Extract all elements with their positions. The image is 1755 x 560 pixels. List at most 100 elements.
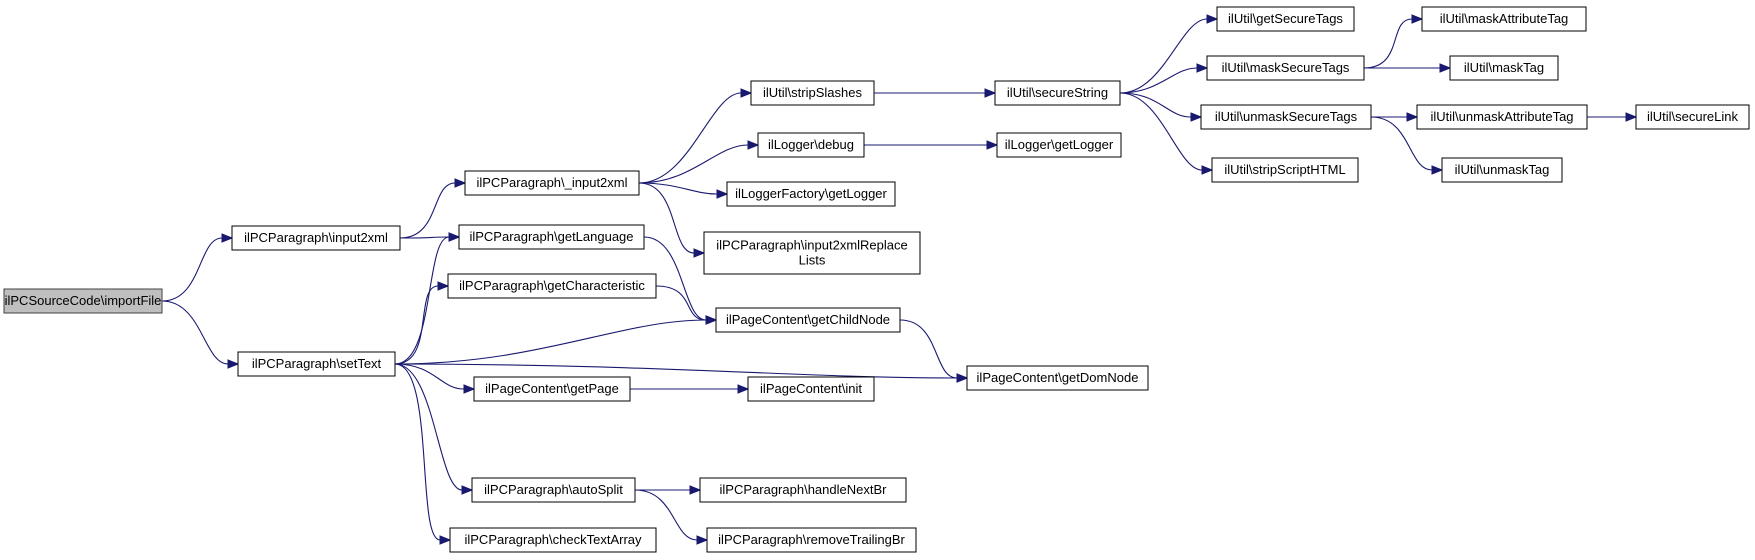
node-label: ilPCParagraph\input2xml [244, 230, 388, 245]
graph-node[interactable]: ilPageContent\getPage [473, 376, 631, 402]
edge-n0-n2 [161, 300, 240, 369]
edge-n17-n22 [1119, 92, 1203, 122]
arrowhead [705, 315, 718, 325]
arrowhead [439, 535, 452, 545]
edge-n2-n8 [394, 363, 452, 545]
graph-node[interactable]: ilPCParagraph\input2xml [231, 225, 401, 251]
node-label: ilUtil\stripScriptHTML [1224, 162, 1345, 177]
node-label: ilUtil\secureString [1007, 85, 1108, 100]
graph-node[interactable]: ilUtil\maskTag [1449, 55, 1559, 81]
edge-n2-n6 [394, 363, 476, 394]
arrowhead [1411, 14, 1424, 24]
arrowhead [716, 189, 729, 199]
node-label: Lists [799, 253, 826, 268]
graph-node[interactable]: ilLogger\getLogger [996, 132, 1122, 158]
node-box [1200, 104, 1372, 130]
graph-node[interactable]: ilPCParagraph\getCharacteristic [447, 273, 657, 299]
graph-node[interactable]: ilPageContent\getDomNode [966, 365, 1149, 391]
graph-node[interactable]: ilUtil\maskAttributeTag [1421, 6, 1587, 32]
graph-node[interactable]: ilPCParagraph\getLanguage [458, 224, 645, 250]
arrowhead [1439, 63, 1452, 73]
graph-node[interactable]: ilUtil\unmaskSecureTags [1200, 104, 1372, 130]
edge-line [394, 363, 441, 541]
graph-node[interactable]: ilUtil\secureLink [1635, 104, 1750, 130]
node-box [1206, 55, 1365, 81]
edge-line [643, 236, 707, 321]
node-label: ilLoggerFactory\getLogger [735, 186, 887, 201]
node-box [966, 365, 1149, 391]
node-box [473, 376, 631, 402]
edge-n9-n17 [874, 88, 997, 98]
edge-line [638, 182, 695, 254]
node-label: ilPCSourceCode\importFile [5, 293, 162, 308]
arrowhead [1431, 165, 1444, 175]
node-box [471, 477, 636, 503]
graph-node[interactable]: ilPCParagraph\removeTrailingBr [706, 527, 917, 553]
graph-node[interactable]: ilUtil\unmaskAttributeTag [1416, 104, 1588, 130]
edge-line [394, 363, 465, 390]
arrowhead [448, 232, 461, 242]
edge-line [1363, 18, 1413, 69]
node-label: ilPCParagraph\getCharacteristic [459, 278, 645, 293]
node-box [458, 224, 645, 250]
node-box [1421, 6, 1587, 32]
edge-line [1370, 116, 1433, 171]
root-node: ilPCSourceCode\importFile [3, 288, 163, 314]
graph-node[interactable]: ilPCParagraph\setText [237, 351, 396, 377]
node-label: ilPCParagraph\autoSplit [484, 482, 623, 497]
node-box [715, 307, 901, 333]
edge-line [399, 182, 456, 239]
node-box [706, 527, 917, 553]
graph-node[interactable]: ilPCParagraph\_input2xml [464, 170, 640, 196]
edge-line [399, 236, 450, 239]
edge-line [394, 363, 958, 379]
graph-node[interactable]: ilUtil\stripScriptHTML [1211, 157, 1359, 183]
graph-node[interactable]: ilUtil\stripSlashes [750, 80, 875, 106]
edge-n17-n21 [1119, 63, 1209, 94]
edge-line [1119, 92, 1203, 171]
node-box [750, 80, 875, 106]
graph-node[interactable]: ilPageContent\init [747, 376, 875, 402]
node-box [447, 273, 657, 299]
graph-node[interactable]: ilLogger\debug [757, 132, 865, 158]
graph-node[interactable]: ilPCParagraph\handleNextBr [699, 477, 907, 503]
node-label: ilUtil\maskTag [1464, 60, 1544, 75]
graph-node[interactable]: ilPCParagraph\autoSplit [471, 477, 636, 503]
node-label: ilUtil\unmaskTag [1455, 162, 1550, 177]
node-label: ilUtil\unmaskAttributeTag [1430, 109, 1573, 124]
graph-node[interactable]: ilUtil\unmaskTag [1441, 157, 1563, 183]
node-label: ilUtil\stripSlashes [763, 85, 862, 100]
node-box [994, 80, 1121, 106]
graph-node[interactable]: ilPCParagraph\checkTextArray [449, 527, 657, 553]
edge-n26-n28 [1587, 112, 1638, 122]
edge-n2-n4 [394, 232, 461, 365]
node-label: ilPCParagraph\input2xmlReplace [716, 238, 908, 253]
node-label: ilPageContent\getChildNode [726, 312, 890, 327]
graph-node[interactable]: ilUtil\secureString [994, 80, 1121, 106]
node-box [1441, 157, 1563, 183]
edge-line [394, 285, 439, 365]
edge-line [1119, 18, 1208, 94]
graph-node[interactable]: ilLoggerFactory\getLogger [726, 181, 896, 207]
edge-line [638, 92, 742, 184]
node-box [3, 288, 163, 314]
arrowhead [437, 281, 450, 291]
node-box [1449, 55, 1559, 81]
node-label: ilUtil\maskSecureTags [1222, 60, 1350, 75]
edge-n3-n10 [638, 140, 760, 184]
edge-n21-n25 [1364, 63, 1452, 73]
graph-node[interactable]: ilUtil\maskSecureTags [1206, 55, 1365, 81]
edge-line [634, 489, 698, 541]
node-label: ilUtil\secureLink [1647, 109, 1739, 124]
edge-n2-n13 [394, 315, 718, 365]
node-box [1216, 6, 1355, 32]
edge-line [638, 182, 718, 195]
arrowhead [956, 373, 969, 383]
edge-n6-n14 [630, 384, 750, 394]
edge-line [655, 285, 707, 321]
edge-n2-n5 [394, 281, 450, 365]
graph-node[interactable]: ilPageContent\getChildNode [715, 307, 901, 333]
graph-node[interactable]: ilUtil\getSecureTags [1216, 6, 1355, 32]
